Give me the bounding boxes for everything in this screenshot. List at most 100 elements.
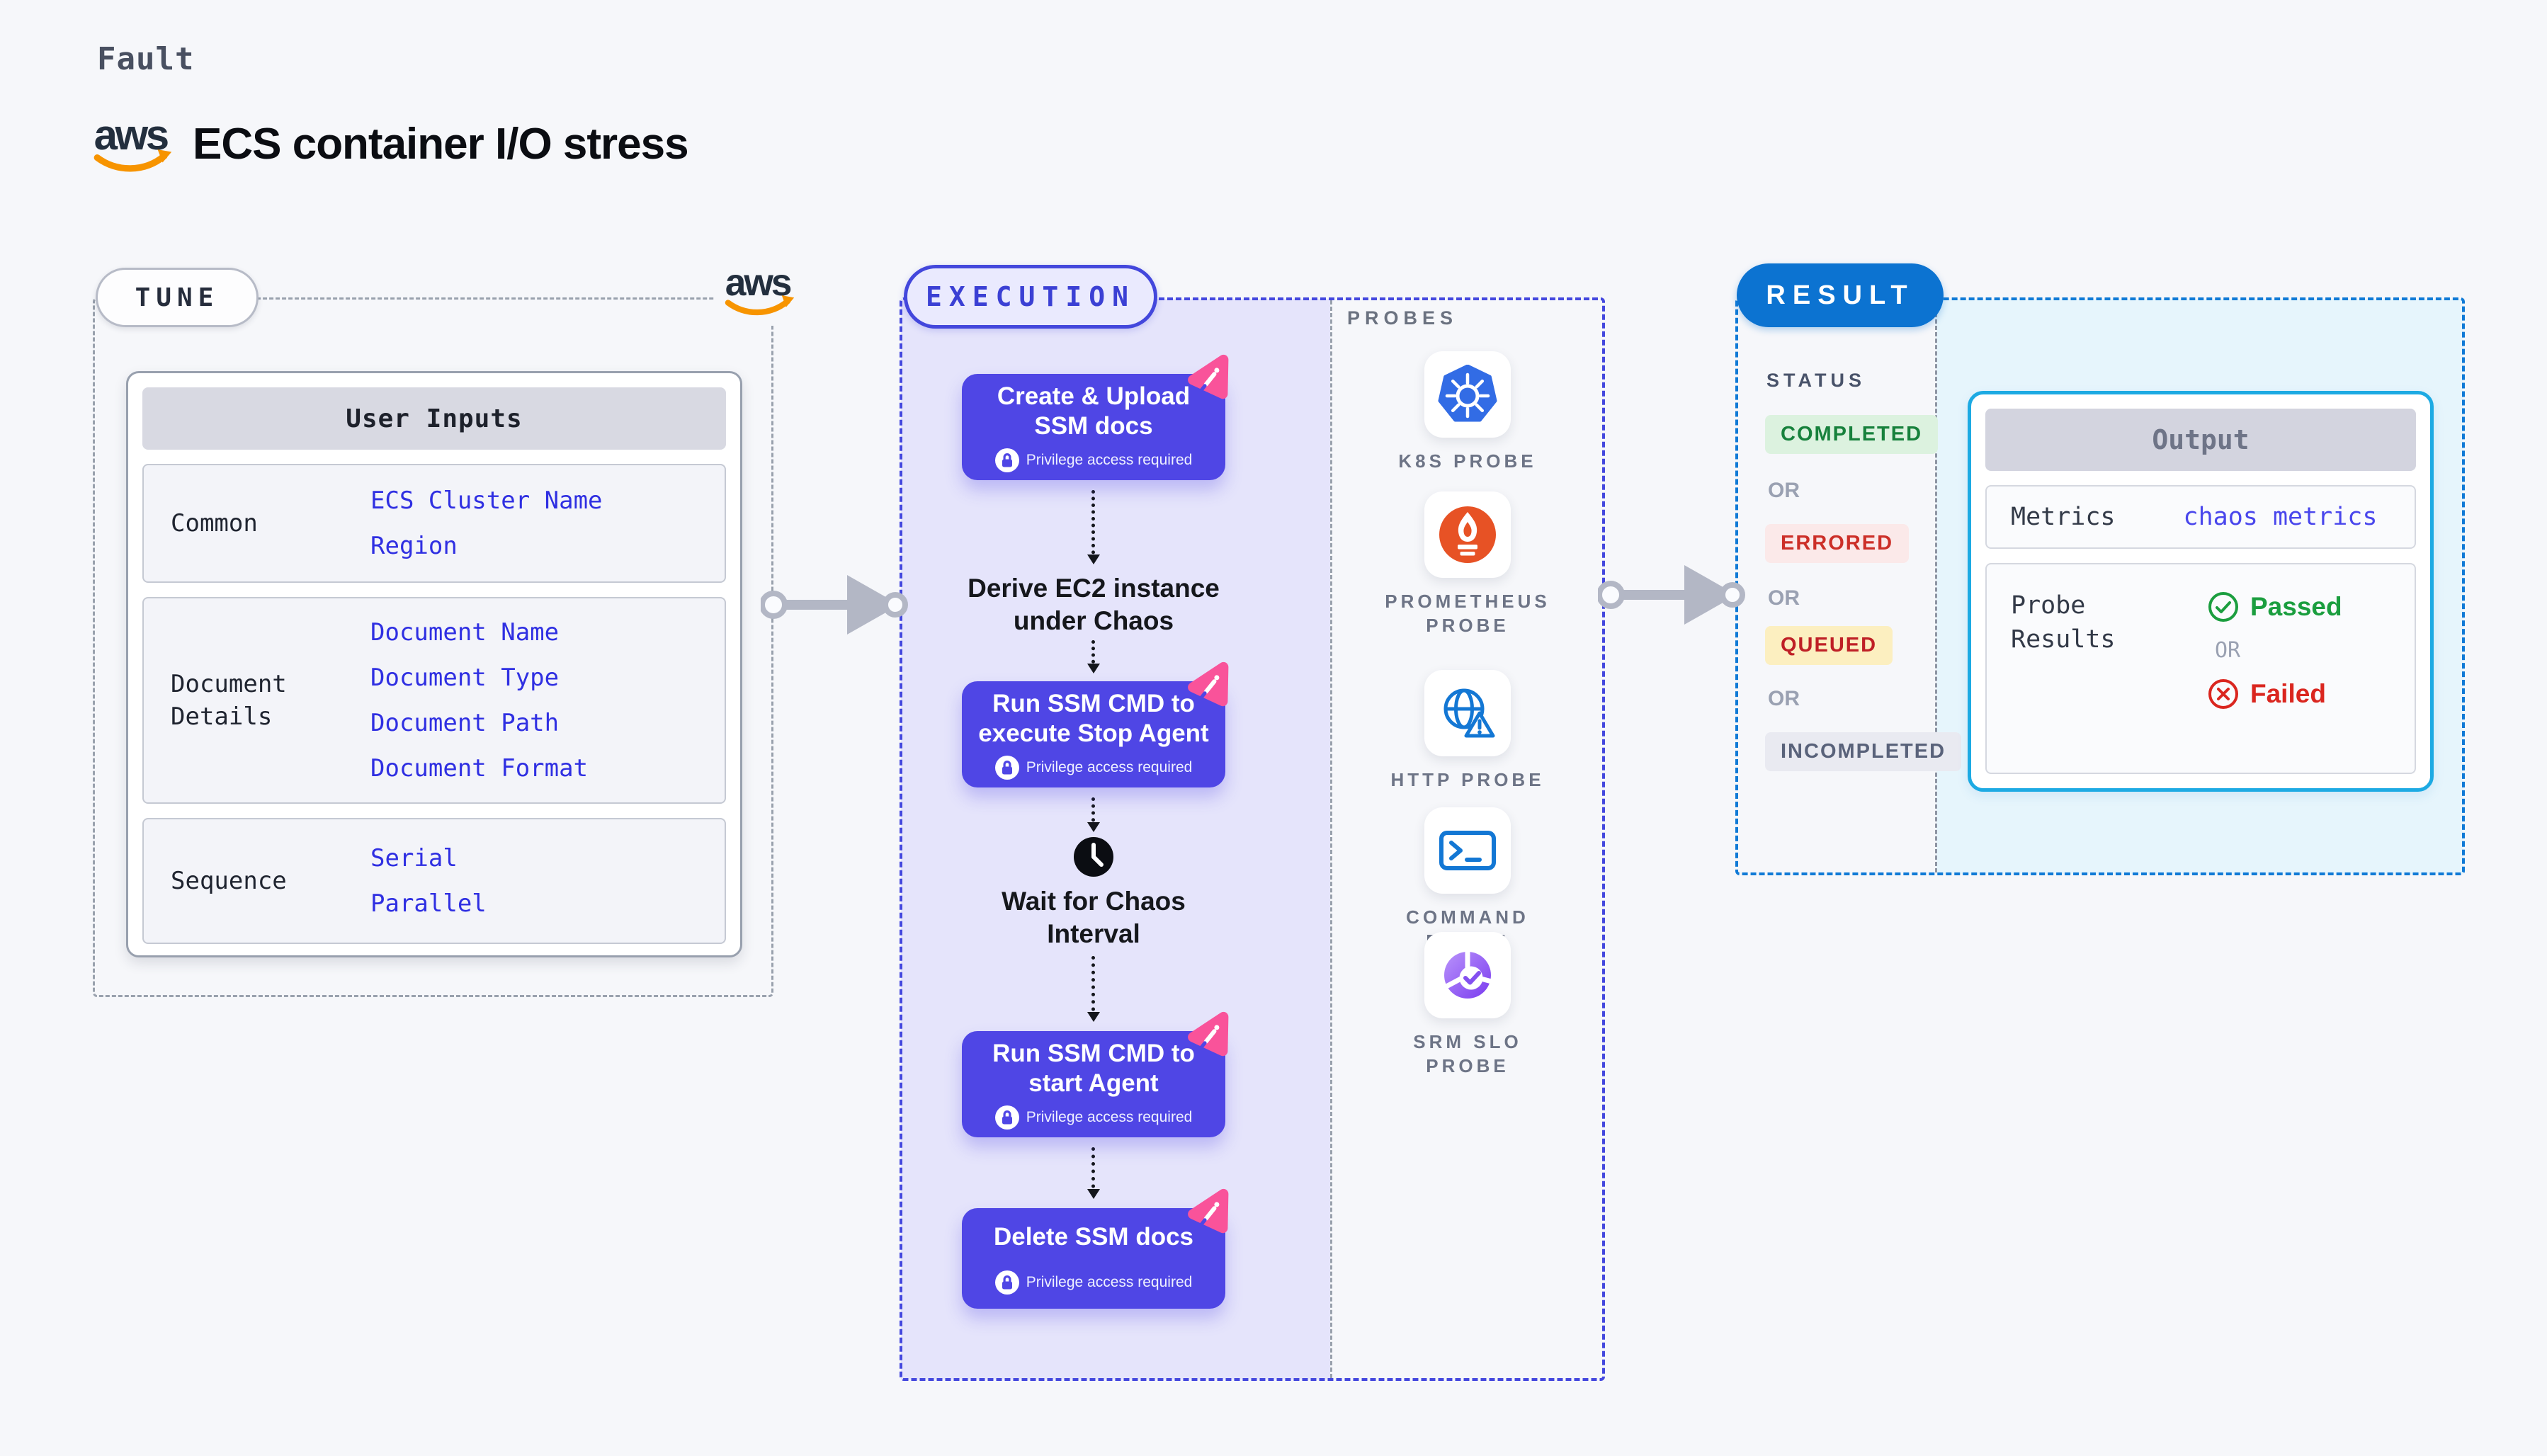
row-values: ECS Cluster Name Region <box>370 470 603 577</box>
passed-line: Passed <box>2208 591 2342 622</box>
privilege-badge-label: Privilege access required <box>1026 452 1193 468</box>
row-label: Common <box>171 509 258 538</box>
derive-step-text: Derive EC2 instance under Chaos <box>968 574 1220 635</box>
chaos-triangle-icon <box>1188 1188 1229 1234</box>
globe-warning-icon <box>1443 688 1495 738</box>
probe-card <box>1424 351 1511 438</box>
chaos-triangle-icon <box>1188 1011 1229 1057</box>
clock-icon <box>1074 837 1113 877</box>
metrics-label: Metrics <box>2011 503 2116 531</box>
terminal-icon <box>1439 831 1496 870</box>
prometheus-icon <box>1439 506 1496 563</box>
privilege-badge: Privilege access required <box>994 1270 1193 1295</box>
dotted-arrow-down-icon <box>1087 797 1100 832</box>
kubernetes-icon <box>1438 365 1497 422</box>
result-pill: RESULT <box>1737 263 1944 327</box>
privilege-badge-label: Privilege access required <box>1026 1274 1193 1290</box>
execution-section-box <box>900 297 1605 1381</box>
lock-icon <box>994 756 1019 780</box>
step-run-ssm-start-agent: Run SSM CMD to start Agent Privilege acc… <box>962 1011 1229 1137</box>
step-title: Run SSM CMD to execute Stop Agent <box>978 690 1209 747</box>
svg-text:aws: aws <box>94 112 168 159</box>
probe-card <box>1424 491 1511 578</box>
status-badge-completed: COMPLETED <box>1765 415 1939 454</box>
step-run-ssm-stop-agent: Run SSM CMD to execute Stop Agent Privil… <box>962 661 1229 787</box>
passed-label: Passed <box>2250 592 2342 621</box>
input-row-sequence: Sequence Serial Parallel <box>142 818 726 944</box>
privilege-badge-label: Privilege access required <box>1026 759 1193 775</box>
input-value-link[interactable]: Serial <box>370 844 458 872</box>
probe-card <box>1424 932 1511 1018</box>
row-label: Sequence <box>171 867 287 895</box>
privilege-badge-label: Privilege access required <box>1026 1109 1193 1125</box>
row-values: Serial Parallel <box>370 827 487 935</box>
chaos-metrics-link[interactable]: chaos metrics <box>2183 503 2378 531</box>
input-value-link[interactable]: Parallel <box>370 889 487 918</box>
page-kicker: Fault <box>97 41 195 77</box>
aws-logo-icon: aws <box>93 112 172 172</box>
input-value-link[interactable]: Document Name <box>370 618 560 647</box>
input-row-common: Common ECS Cluster Name Region <box>142 464 726 583</box>
metrics-row: Metrics chaos metrics <box>1985 485 2416 549</box>
probe-label: SRM SLO PROBE <box>1413 1031 1522 1076</box>
row-values: Document Name Document Type Document Pat… <box>370 601 588 800</box>
tune-section-box <box>93 297 773 997</box>
input-value-link[interactable]: Document Type <box>370 664 560 692</box>
probe-results-values: Passed OR Failed <box>2208 588 2342 773</box>
input-row-document-details: Document Details Document Name Document … <box>142 597 726 804</box>
probe-card <box>1424 670 1511 756</box>
privilege-badge: Privilege access required <box>994 448 1193 472</box>
output-card: Output Metrics chaos metrics Probe Resul… <box>1968 391 2434 792</box>
step-create-upload-ssm-docs: Create & Upload SSM docs Privilege acces… <box>962 354 1229 480</box>
chaos-triangle-icon <box>1188 354 1229 399</box>
row-label: Document Details <box>171 670 287 731</box>
probes-label: PROBES <box>1347 307 1458 329</box>
slo-gauge-icon <box>1443 950 1492 999</box>
probe-item-k8s: K8S PROBE <box>1375 351 1560 473</box>
step-title: Delete SSM docs <box>993 1223 1194 1251</box>
lock-icon <box>994 1270 1019 1295</box>
x-circle-icon <box>2208 679 2238 709</box>
input-value-link[interactable]: Document Format <box>370 754 589 783</box>
tune-aws-logo-patch: aws <box>714 255 806 326</box>
step-delete-ssm-docs: Delete SSM docs Privilege access require… <box>962 1188 1229 1309</box>
or-label: OR <box>1768 586 1800 610</box>
status-badge-queued: QUEUED <box>1765 626 1893 665</box>
probe-label: PROMETHEUS PROBE <box>1385 591 1550 636</box>
or-label: OR <box>1768 479 1800 502</box>
status-heading: STATUS <box>1766 370 1866 391</box>
failed-label: Failed <box>2250 679 2326 708</box>
arrow-right-icon <box>1598 565 1745 625</box>
step-title: Run SSM CMD to start Agent <box>992 1040 1195 1097</box>
privilege-badge: Privilege access required <box>994 756 1193 780</box>
execution-pill: EXECUTION <box>904 265 1157 329</box>
input-value-link[interactable]: Document Path <box>370 709 560 737</box>
chaos-triangle-icon <box>1188 661 1229 707</box>
status-badge-incompleted: INCOMPLETED <box>1765 732 1962 771</box>
lock-icon <box>994 448 1019 472</box>
probe-item-http: HTTP PROBE <box>1375 670 1560 792</box>
svg-text:aws: aws <box>725 262 791 304</box>
probe-results-row: Probe Results Passed OR Failed <box>1985 563 2416 774</box>
user-inputs-header: User Inputs <box>142 387 726 450</box>
dotted-arrow-down-icon <box>1087 956 1100 1022</box>
failed-line: Failed <box>2208 678 2342 710</box>
privilege-badge: Privilege access required <box>994 1105 1193 1130</box>
step-title: Create & Upload SSM docs <box>997 382 1191 440</box>
input-value-link[interactable]: ECS Cluster Name <box>370 487 603 515</box>
result-status-divider <box>1935 300 1937 872</box>
probe-results-label: Probe Results <box>2011 591 2116 654</box>
probe-item-prometheus: PROMETHEUS PROBE <box>1375 491 1560 637</box>
status-badge-errored: ERRORED <box>1765 524 1910 563</box>
tune-pill: TUNE <box>96 268 259 327</box>
or-label: OR <box>2215 638 2241 663</box>
aws-logo-icon: aws <box>725 262 795 316</box>
probe-label: HTTP PROBE <box>1390 769 1545 790</box>
probe-card <box>1424 807 1511 894</box>
wait-step-text: Wait for Chaos Interval <box>1002 887 1186 948</box>
check-circle-icon <box>2208 592 2238 622</box>
probe-item-srm-slo: SRM SLO PROBE <box>1375 932 1560 1078</box>
input-value-link[interactable]: Region <box>370 532 458 560</box>
dotted-arrow-down-icon <box>1087 640 1100 673</box>
execution-probes-divider <box>1330 300 1332 1378</box>
